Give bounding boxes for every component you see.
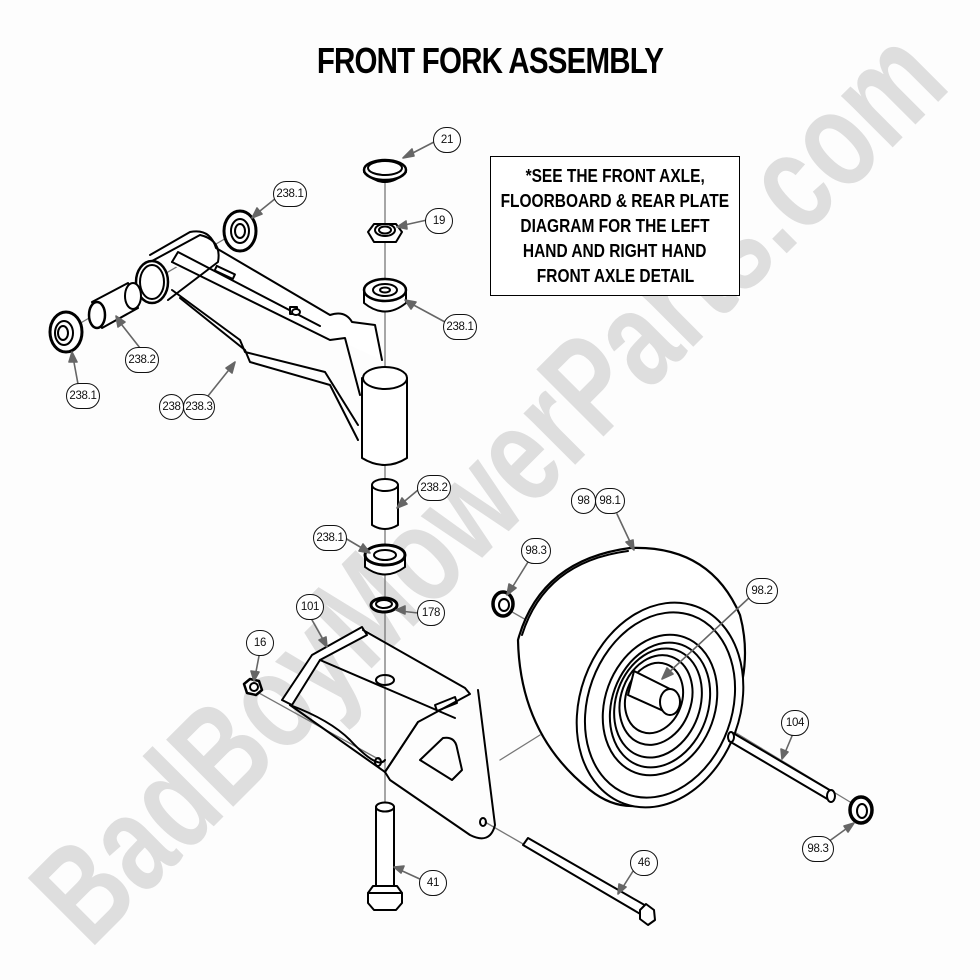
callout-238-1[interactable]: 238.1 (443, 314, 477, 340)
part-238-1-bearing-icon (362, 277, 408, 313)
part-238-1-lower-bearing-icon (363, 543, 407, 576)
axis-lines (59, 179, 861, 891)
part-104-axle-icon (727, 731, 836, 803)
part-98-3-left-spacer-icon (491, 590, 515, 618)
part-238-2-bushing-icon (371, 478, 399, 530)
callout-16[interactable]: 16 (246, 630, 274, 656)
callout-98-3[interactable]: 98.3 (802, 836, 834, 862)
part-101-fork-icon (281, 626, 496, 840)
part-238-1-left-bearing-icon (48, 310, 84, 354)
callout-98-2[interactable]: 98.2 (746, 578, 778, 604)
callout-46[interactable]: 46 (630, 850, 658, 876)
callout-98-1[interactable]: 98.1 (595, 488, 625, 514)
part-21-cap-icon (362, 158, 408, 183)
callout-238-1[interactable]: 238.1 (66, 383, 100, 409)
part-98-3-right-spacer-icon (848, 795, 874, 825)
callout-238-3[interactable]: 238.3 (183, 394, 215, 420)
note-line: HAND AND RIGHT HAND (523, 240, 707, 261)
callout-238-2[interactable]: 238.2 (125, 347, 159, 373)
page-title: FRONT FORK ASSEMBLY (316, 40, 664, 81)
part-46-bolt-icon (522, 837, 656, 926)
callout-98-3[interactable]: 98.3 (521, 538, 551, 564)
callout-41[interactable]: 41 (419, 870, 447, 896)
callout-238[interactable]: 238 (159, 394, 184, 420)
steering-tube-icon (361, 366, 408, 466)
note-line: FRONT AXLE DETAIL (536, 265, 694, 286)
callout-19[interactable]: 19 (425, 208, 453, 234)
callout-21[interactable]: 21 (433, 127, 461, 153)
note-line: DIAGRAM FOR THE LEFT (520, 215, 710, 236)
callout-178[interactable]: 178 (417, 600, 445, 626)
callout-238-1[interactable]: 238.1 (273, 181, 307, 207)
note-box: *SEE THE FRONT AXLE, FLOORBOARD & REAR P… (490, 156, 740, 296)
note-line: *SEE THE FRONT AXLE, (525, 165, 705, 186)
part-41-bolt-icon (367, 801, 403, 911)
note-line: FLOORBOARD & REAR PLATE (500, 190, 730, 211)
callout-104[interactable]: 104 (781, 710, 809, 736)
part-238-fork-arm-icon (134, 230, 383, 441)
callout-238-2[interactable]: 238.2 (417, 475, 451, 501)
part-238-2-arm-bushing-icon (87, 282, 142, 330)
callout-98[interactable]: 98 (571, 488, 596, 514)
part-98-wheel-icon (516, 546, 746, 809)
part-16-nut-icon (242, 677, 264, 697)
callout-101[interactable]: 101 (296, 594, 324, 620)
part-238-1-arm-bearing-icon (222, 209, 258, 253)
callout-238-1[interactable]: 238.1 (313, 525, 347, 551)
leader-arrows (68, 141, 855, 895)
part-19-nut-icon (367, 223, 403, 243)
part-178-seal-icon (369, 596, 399, 614)
